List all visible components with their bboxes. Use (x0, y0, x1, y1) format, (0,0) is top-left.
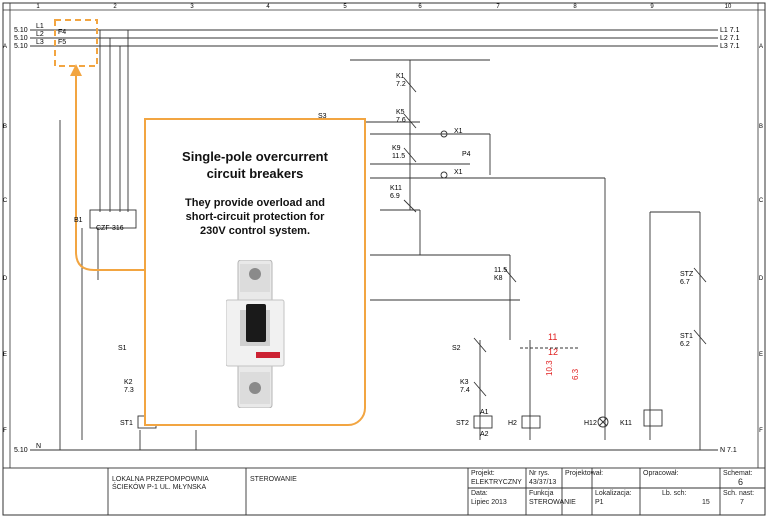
tb-lb-sch-value: 15 (702, 499, 710, 506)
label-h2: H2 (508, 420, 517, 427)
row-label: C (759, 198, 764, 204)
tb-projektowal: Projektował: (565, 470, 604, 477)
tb-projekt-label: Projekt: (471, 470, 495, 477)
label-x1-a: X1 (454, 128, 463, 135)
tb-funkcja-value: STEROWANIE (529, 499, 576, 506)
row-labels: A A B B C C D D E E F F (3, 44, 764, 434)
label-k11-coil: K11 (620, 420, 632, 427)
callout-title: Single-pole overcurrent circuit breakers (182, 149, 328, 181)
column-label: 3 (190, 4, 194, 10)
label-h12: H12 (584, 420, 597, 427)
row-label: A (759, 44, 763, 50)
red-label-11: 11 (548, 332, 557, 342)
breaker-callout: Single-pole overcurrent circuit breakers… (144, 118, 366, 426)
tb-lokalizacja-label: Lokalizacja: (595, 490, 632, 497)
power-rails (30, 29, 718, 451)
fuse-highlight-box (54, 19, 98, 67)
row-label: B (759, 124, 763, 130)
tb-sch-nast-label: Sch. nast: (723, 490, 755, 497)
label-b1: B1 (74, 217, 83, 224)
rail-name-l1: L1 (36, 23, 44, 30)
rail-out-l2: L2 7.1 (720, 35, 740, 42)
row-label: F (759, 428, 763, 434)
row-label: F (3, 428, 7, 434)
label-a2: A2 (480, 431, 489, 438)
tb-schemat-value: 6 (738, 477, 744, 487)
title-block-frame (2, 467, 766, 516)
label-s1: S1 (118, 345, 127, 352)
callout-arrow-line (75, 70, 146, 271)
column-label: 10 (725, 4, 732, 10)
rail-ref-n: 5.10 (14, 447, 28, 454)
row-label: E (759, 352, 763, 358)
red-label-12: 12 (548, 347, 558, 357)
label-st1: ST1 (120, 420, 133, 427)
rail-out-n: N 7.1 (720, 447, 737, 454)
column-label: 8 (573, 4, 577, 10)
rail-name-l3: L3 (36, 39, 44, 46)
column-label: 6 (418, 4, 422, 10)
row-label: D (759, 276, 764, 282)
tb-funkcja-label: Funkcja (529, 490, 554, 497)
label-x1-b: X1 (454, 169, 463, 176)
column-label: 4 (266, 4, 270, 10)
circuit-breaker-icon (226, 260, 285, 408)
tb-nr-rys-value: 43/37/13 (529, 479, 557, 486)
title-block: LOKALNA PRZEPOMPOWNIA ŚCIEKÓW P-1 UL. MŁ… (0, 468, 768, 518)
label-a1: A1 (480, 409, 489, 416)
label-s3: S3 (318, 113, 327, 120)
row-label: B (3, 124, 7, 130)
tb-data-value: Lipiec 2013 (471, 499, 507, 506)
row-label: E (3, 352, 7, 358)
fuse-label-f5: F5 (58, 39, 66, 46)
rail-out-l1: L1 7.1 (720, 27, 740, 34)
red-label-10-3: 10.3 (545, 360, 554, 376)
tb-schemat-label: Schemat: (723, 470, 753, 477)
fuse-label-f4: F4 (58, 29, 66, 36)
row-label: C (3, 198, 8, 204)
rail-ref-l2: 5.10 (14, 35, 28, 42)
column-labels: 1 2 3 4 5 6 7 8 9 10 (36, 4, 732, 10)
rail-ref-l3: 5.10 (14, 43, 28, 50)
title-drawing: STEROWANIE (250, 476, 297, 483)
rail-ref-l1: 5.10 (14, 27, 28, 34)
tb-nr-rys-label: Nr rys. (529, 470, 550, 477)
row-label: D (3, 276, 8, 282)
column-label: 9 (650, 4, 654, 10)
label-st2: ST2 (456, 420, 469, 427)
rail-out-l3: L3 7.1 (720, 43, 740, 50)
column-label: 7 (496, 4, 500, 10)
tb-lokalizacja-value: P1 (595, 499, 604, 506)
label-p4: P4 (462, 151, 471, 158)
callout-body: They provide overload and short-circuit … (185, 197, 325, 237)
callout-arrow-head (70, 64, 82, 76)
column-label: 1 (36, 4, 40, 10)
column-label: 2 (113, 4, 117, 10)
label-s2: S2 (452, 345, 461, 352)
tb-projekt-value: ELEKTRYCZNY (471, 479, 522, 486)
rail-name-n: N (36, 443, 41, 450)
title-company: LOKALNA PRZEPOMPOWNIA ŚCIEKÓW P-1 UL. MŁ… (112, 476, 209, 491)
tb-lb-sch-label: Lb. sch: (662, 490, 687, 497)
red-label-6-3: 6.3 (571, 368, 580, 380)
tb-opracowal: Opracował: (643, 470, 679, 477)
tb-data-label: Data: (471, 490, 488, 497)
column-label: 5 (343, 4, 347, 10)
rail-name-l2: L2 (36, 31, 44, 38)
tb-sch-nast-value: 7 (740, 499, 744, 506)
row-label: A (3, 44, 7, 50)
label-czf: CZF-316 (96, 225, 124, 232)
